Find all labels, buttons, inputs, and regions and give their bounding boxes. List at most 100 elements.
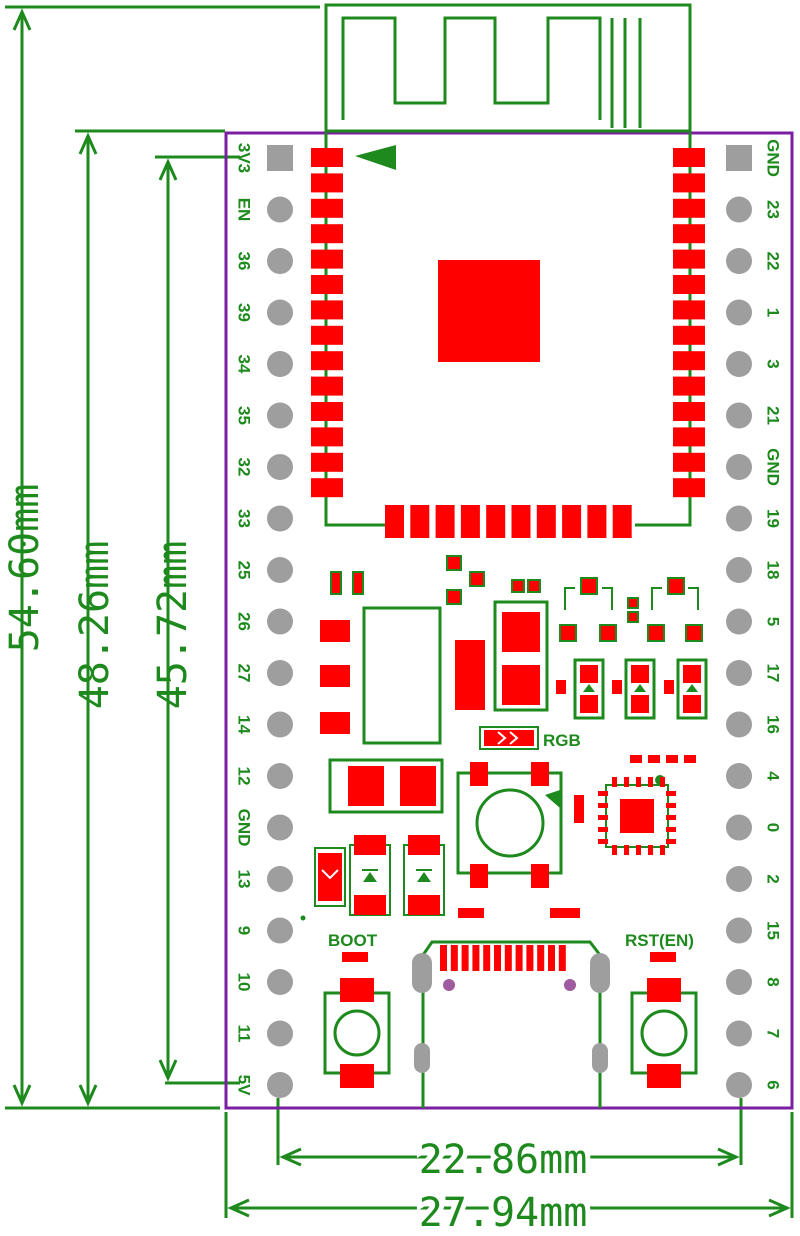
pin-hole [267, 1020, 293, 1047]
right-pin-label: 0 [764, 823, 783, 832]
pin-hole [267, 763, 293, 789]
left-pin-label: 27 [235, 664, 254, 683]
module-pad [673, 478, 705, 498]
module-pad [673, 249, 705, 269]
module-pad [311, 300, 343, 320]
right-pin-label: 16 [764, 715, 783, 734]
module-pad [311, 325, 343, 345]
module-pad [673, 452, 705, 472]
pin-hole [726, 917, 752, 944]
right-pin-label: 17 [764, 664, 783, 683]
module-pad [562, 505, 582, 538]
pin-hole [726, 454, 752, 480]
right-pin-label: 4 [764, 771, 783, 781]
pin-hole [726, 1020, 752, 1047]
module-pad [311, 478, 343, 498]
right-pin-label: 6 [764, 1080, 783, 1089]
left-pin-label: 14 [235, 715, 254, 734]
pin-hole [267, 557, 293, 583]
module-pad [435, 505, 455, 538]
pcb-antenna-icon [324, 3, 692, 133]
module-pad [311, 275, 343, 294]
right-pin-label: 2 [764, 874, 783, 883]
right-pin-label: 18 [764, 561, 783, 580]
module-pad [673, 300, 705, 320]
left-pin-label: 32 [235, 458, 254, 477]
module-pad [311, 452, 343, 472]
dim-board-width: 27.94mm [419, 1190, 588, 1236]
right-pin-label: 8 [764, 977, 783, 986]
pin-hole [726, 969, 752, 995]
pin-hole [267, 299, 293, 326]
dim-pin-row-spacing: 22.86mm [419, 1137, 588, 1183]
left-pin-label: 9 [235, 926, 254, 935]
triangle-marker-icon [355, 145, 396, 170]
pin-hole [267, 660, 293, 686]
right-pin-label: 23 [764, 200, 783, 219]
board-outline [224, 131, 794, 1110]
reset-label: RST(EN) [625, 931, 694, 950]
pin-hole [726, 196, 752, 223]
pin-hole [267, 248, 293, 274]
left-pin-label: 39 [235, 303, 254, 322]
module-pad [511, 505, 531, 538]
pin-hole [267, 814, 293, 841]
module-pad [673, 402, 705, 421]
module-pad [311, 351, 343, 371]
pin-hole [267, 196, 293, 223]
right-pin-label: 5 [764, 617, 783, 626]
left-pin-label: 11 [235, 1025, 254, 1043]
right-pin-label: 21 [764, 406, 783, 425]
pin-hole [726, 1072, 752, 1098]
left-pin-label: 3V3 [235, 143, 254, 173]
pin-hole [267, 866, 293, 892]
right-pin-label: 15 [764, 921, 783, 940]
left-pin-label: 34 [235, 355, 254, 374]
boot-label: BOOT [328, 931, 378, 950]
module-pad [673, 224, 705, 244]
right-pin-label: GND [764, 139, 783, 177]
left-pin-label: 12 [235, 767, 254, 786]
pin-hole [267, 969, 293, 995]
module-pad [311, 427, 343, 447]
right-pin-label: 22 [764, 252, 783, 271]
left-pin-label: GND [235, 809, 254, 847]
right-pin-label: 3 [764, 359, 783, 368]
module-pad [460, 505, 480, 538]
pin-hole [726, 763, 752, 789]
dim-total-length: 54.60mm [2, 484, 48, 653]
module-pad [673, 275, 705, 294]
module-pad [673, 198, 705, 218]
module-pad [311, 198, 343, 218]
module-pad [311, 224, 343, 244]
rgb-label: RGB [543, 731, 581, 750]
left-pin-label: 26 [235, 612, 254, 631]
module-pad [486, 505, 506, 538]
dimension-lines [5, 5, 794, 1218]
module-pad [673, 173, 705, 193]
components: RGB [300, 555, 708, 1108]
left-pin-label: EN [235, 198, 254, 222]
pin-hole [267, 917, 293, 944]
tactile-switch-icon [456, 771, 563, 875]
left-pin-label: 36 [235, 252, 254, 271]
pin-hole [726, 351, 752, 377]
module-pad [410, 505, 430, 538]
right-pin-label: 7 [764, 1029, 783, 1038]
pin-hole [267, 454, 293, 480]
left-pin-label: 5V [235, 1075, 254, 1096]
pin-holes [267, 145, 752, 1098]
pin-hole [726, 660, 752, 686]
right-pin-label: 19 [764, 509, 783, 528]
module-pad [311, 402, 343, 421]
module-pad [673, 148, 705, 167]
pin-hole-square [267, 145, 293, 171]
pin-hole [726, 711, 752, 738]
module-pad [673, 351, 705, 371]
pin-hole [267, 608, 293, 635]
left-pin-label: 25 [235, 561, 254, 580]
module-pad [311, 249, 343, 269]
